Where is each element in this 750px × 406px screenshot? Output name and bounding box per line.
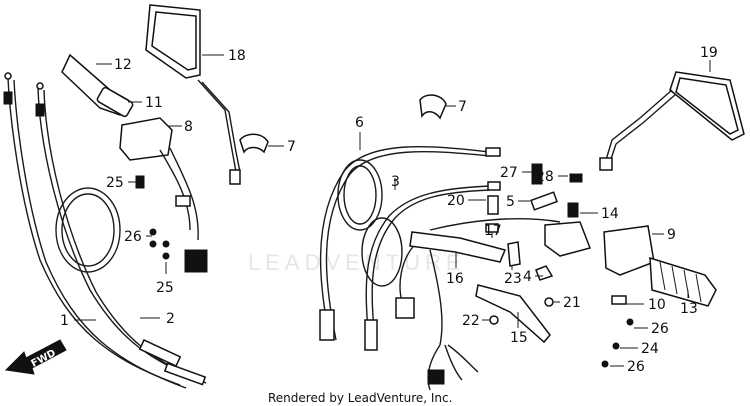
callout-11: 11 [145, 95, 163, 111]
fwd-arrow: FWD [4, 339, 67, 375]
callout-22: 22 [462, 313, 480, 329]
callout-14: 14 [601, 206, 619, 222]
callout-2: 2 [166, 311, 175, 327]
callout-10: 10 [648, 297, 666, 313]
wiring-harness [395, 218, 561, 391]
callout-20: 20 [447, 193, 465, 209]
callout-23: 23 [504, 271, 522, 287]
callout-9: 9 [667, 227, 676, 243]
callout-26-left: 26 [124, 229, 142, 245]
left-grip-assembly [61, 53, 208, 273]
callout-7-upper: 7 [458, 99, 467, 115]
left-fasteners [135, 175, 170, 260]
callout-6: 6 [355, 115, 364, 131]
callout-26-right-lower: 26 [627, 359, 645, 375]
callout-26-right-upper: 26 [651, 321, 669, 337]
callout-24: 24 [641, 341, 659, 357]
callout-13: 13 [680, 301, 698, 317]
callout-3: 3 [391, 174, 400, 190]
left-mirror [145, 4, 269, 185]
leader-lines [74, 54, 711, 367]
right-mirror [599, 71, 745, 171]
credit-text: Rendered by LeadVenture, Inc. [268, 391, 452, 405]
callout-28: 28 [536, 169, 554, 185]
callout-7-left: 7 [287, 139, 296, 155]
watermark-text: LEADVENTURE [248, 250, 466, 275]
right-controls [409, 163, 591, 344]
callout-16: 16 [446, 271, 464, 287]
callout-1: 1 [60, 313, 69, 329]
callout-labels: 1 2 3 4 5 6 7 7 8 9 10 11 12 13 14 15 16… [60, 45, 718, 375]
callout-21: 21 [563, 295, 581, 311]
callout-18: 18 [228, 48, 246, 64]
callout-8: 8 [184, 119, 193, 135]
callout-25-upper: 25 [106, 175, 124, 191]
callout-19: 19 [700, 45, 718, 61]
throttle-cables [3, 72, 207, 389]
callout-25-lower: 25 [156, 280, 174, 296]
callout-15: 15 [510, 330, 528, 346]
callout-4: 4 [523, 269, 532, 285]
callout-12: 12 [114, 57, 132, 73]
callout-27: 27 [500, 165, 518, 181]
right-grip-assembly [601, 225, 717, 368]
center-cables [319, 145, 501, 351]
callout-17: 17 [484, 223, 502, 239]
callout-5: 5 [506, 194, 515, 210]
clamp-7-upper [419, 94, 447, 120]
